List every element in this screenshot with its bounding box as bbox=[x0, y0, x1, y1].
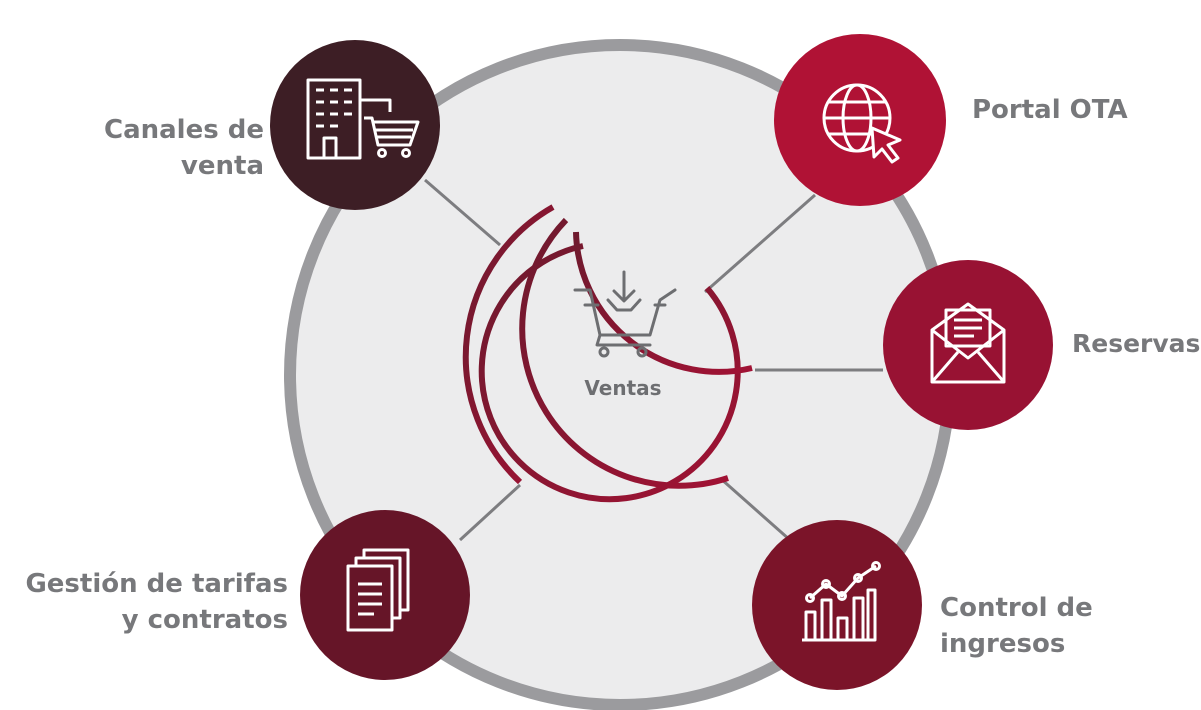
node-canales bbox=[270, 40, 440, 210]
connectors bbox=[424, 178, 883, 542]
label-tarifas-line-2: y contratos bbox=[121, 605, 288, 635]
node-ingresos bbox=[752, 520, 922, 690]
label-reservas: Reservas bbox=[1072, 326, 1200, 362]
arc-ring-3 bbox=[519, 217, 729, 489]
shopping-cart-download-icon bbox=[573, 270, 677, 358]
connector-portal bbox=[704, 193, 816, 294]
center-arcs bbox=[462, 204, 753, 503]
node-portal-circle bbox=[774, 34, 946, 206]
label-ingresos-line-2: ingresos bbox=[940, 629, 1066, 659]
documents-icon bbox=[346, 548, 410, 632]
globe-cursor-icon bbox=[822, 83, 902, 164]
chart-growth-icon bbox=[802, 561, 881, 642]
connector-tarifas bbox=[458, 483, 522, 542]
node-ingresos-circle bbox=[752, 520, 922, 690]
label-portal: Portal OTA bbox=[972, 92, 1128, 128]
node-tarifas bbox=[300, 510, 470, 680]
arc-ring-2 bbox=[573, 231, 753, 375]
center-label: Ventas bbox=[584, 376, 662, 400]
envelope-icon bbox=[930, 302, 1006, 384]
label-portal-line-1: Portal OTA bbox=[972, 95, 1128, 125]
connector-ingresos bbox=[719, 476, 791, 542]
node-reservas bbox=[883, 260, 1053, 430]
arc-ring-4 bbox=[462, 204, 555, 485]
label-ingresos-line-1: Control de bbox=[940, 593, 1093, 623]
label-ingresos: Control de ingresos bbox=[940, 590, 1093, 662]
label-tarifas-line-1: Gestión de tarifas bbox=[25, 569, 288, 599]
arc-inner bbox=[478, 243, 741, 503]
label-canales: Canales de venta bbox=[60, 112, 264, 184]
node-portal bbox=[774, 34, 946, 206]
label-tarifas: Gestión de tarifas y contratos bbox=[0, 566, 288, 638]
label-canales-line-1: Canales de bbox=[104, 115, 264, 145]
connector-canales bbox=[424, 178, 501, 247]
building-with-cart-icon bbox=[306, 78, 420, 160]
label-canales-line-2: venta bbox=[180, 151, 264, 181]
label-reservas-line-1: Reservas bbox=[1072, 329, 1201, 358]
node-canales-circle bbox=[270, 40, 440, 210]
